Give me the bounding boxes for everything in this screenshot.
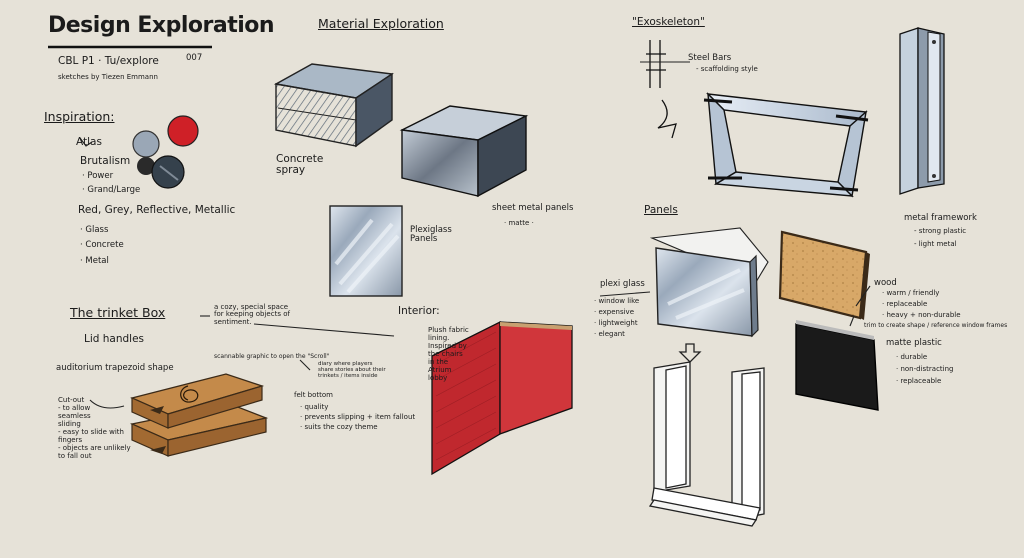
plexiglass-sample	[330, 206, 402, 296]
inspiration-metal: · Metal	[80, 257, 109, 266]
exoskeleton-heading: "Exoskeleton"	[632, 17, 705, 28]
felt-note-3: · suits the cozy theme	[300, 424, 378, 431]
plastic-panel	[796, 320, 878, 410]
plexiglass-label: Plexiglass Panels	[410, 226, 452, 244]
plexi-panel-label: plexi glass	[600, 280, 645, 289]
inspiration-concrete: · Concrete	[80, 241, 124, 250]
inspiration-grand: · Grand/Large	[82, 186, 140, 195]
wood-note-3: · heavy + non-durable	[882, 312, 961, 319]
felt-note-1: · quality	[300, 404, 328, 411]
trim-label: trim to create shape / reference window …	[864, 323, 1007, 329]
window-frame	[650, 344, 764, 526]
strong-plastic-label: - strong plastic	[914, 228, 966, 235]
inspiration-brutalism: Brutalism	[80, 156, 130, 167]
sheet-metal-cube	[402, 106, 526, 196]
material-heading: Material Exploration	[318, 17, 444, 30]
story-label: diary where players share stories about …	[318, 362, 386, 379]
plastic-note-2: · non-distracting	[896, 366, 954, 373]
trapezoid-label: auditorium trapezoid shape	[56, 364, 174, 373]
interior-heading: Interior:	[398, 306, 440, 317]
sheet-metal-label: sheet metal panels	[492, 204, 573, 213]
felt-label: felt bottom	[294, 392, 333, 399]
wood-note-2: · replaceable	[882, 301, 927, 308]
plastic-note-3: · replaceable	[896, 378, 941, 385]
author-label: sketches by Tiezen Emmann	[58, 74, 158, 81]
felt-note-2: · prevents slipping + item fallout	[300, 414, 415, 421]
panels-heading: Panels	[644, 205, 678, 216]
page-title: Design Exploration	[48, 14, 274, 37]
wood-note-1: · warm / friendly	[882, 290, 939, 297]
scaffold-label: - scaffolding style	[696, 66, 758, 73]
scroll-label: scannable graphic to open the "Scroll"	[214, 354, 329, 360]
lid-handles-label: Lid handles	[84, 334, 144, 345]
color-swatches	[133, 116, 198, 188]
plexi-note-3: · lightweight	[594, 320, 638, 327]
steel-bars-label: Steel Bars	[688, 54, 731, 63]
cutout-label: Cut-out - to allow seamless sliding - ea…	[58, 396, 131, 460]
plexi-note-2: · expensive	[594, 309, 634, 316]
concrete-cube	[276, 64, 392, 146]
course-label: CBL P1 · Tu/explore	[58, 56, 159, 67]
sketch-number: 007	[186, 54, 202, 63]
plastic-label: matte plastic	[886, 339, 942, 348]
inspiration-atlas: Atlas	[76, 137, 102, 148]
plexi-note-4: · elegant	[594, 331, 625, 338]
trinket-purpose: a cozy, special space for keeping object…	[214, 304, 290, 326]
sheet-metal-note: · matte ·	[504, 220, 534, 227]
trinket-heading: The trinket Box	[70, 306, 165, 319]
inspiration-heading: Inspiration:	[44, 110, 114, 123]
plastic-note-1: · durable	[896, 354, 927, 361]
plexi-note-1: · window like	[594, 298, 639, 305]
metal-column	[900, 28, 944, 194]
steel-bar-sketch	[646, 40, 676, 138]
light-metal-label: - light metal	[914, 241, 957, 248]
inspiration-power: · Power	[82, 172, 113, 181]
interior-text: Plush fabric lining. Inspired by the cha…	[428, 326, 469, 382]
wood-label: wood	[874, 279, 897, 288]
plexi-panel	[652, 228, 768, 336]
inspiration-colors: Red, Grey, Reflective, Metallic	[78, 205, 235, 216]
trinket-box	[132, 374, 266, 456]
exoskeleton-frame	[704, 94, 868, 196]
wood-panel	[780, 232, 870, 320]
inspiration-glass: · Glass	[80, 226, 108, 235]
concrete-label: Concrete spray	[276, 154, 323, 176]
frame-label: metal framework	[904, 214, 977, 223]
